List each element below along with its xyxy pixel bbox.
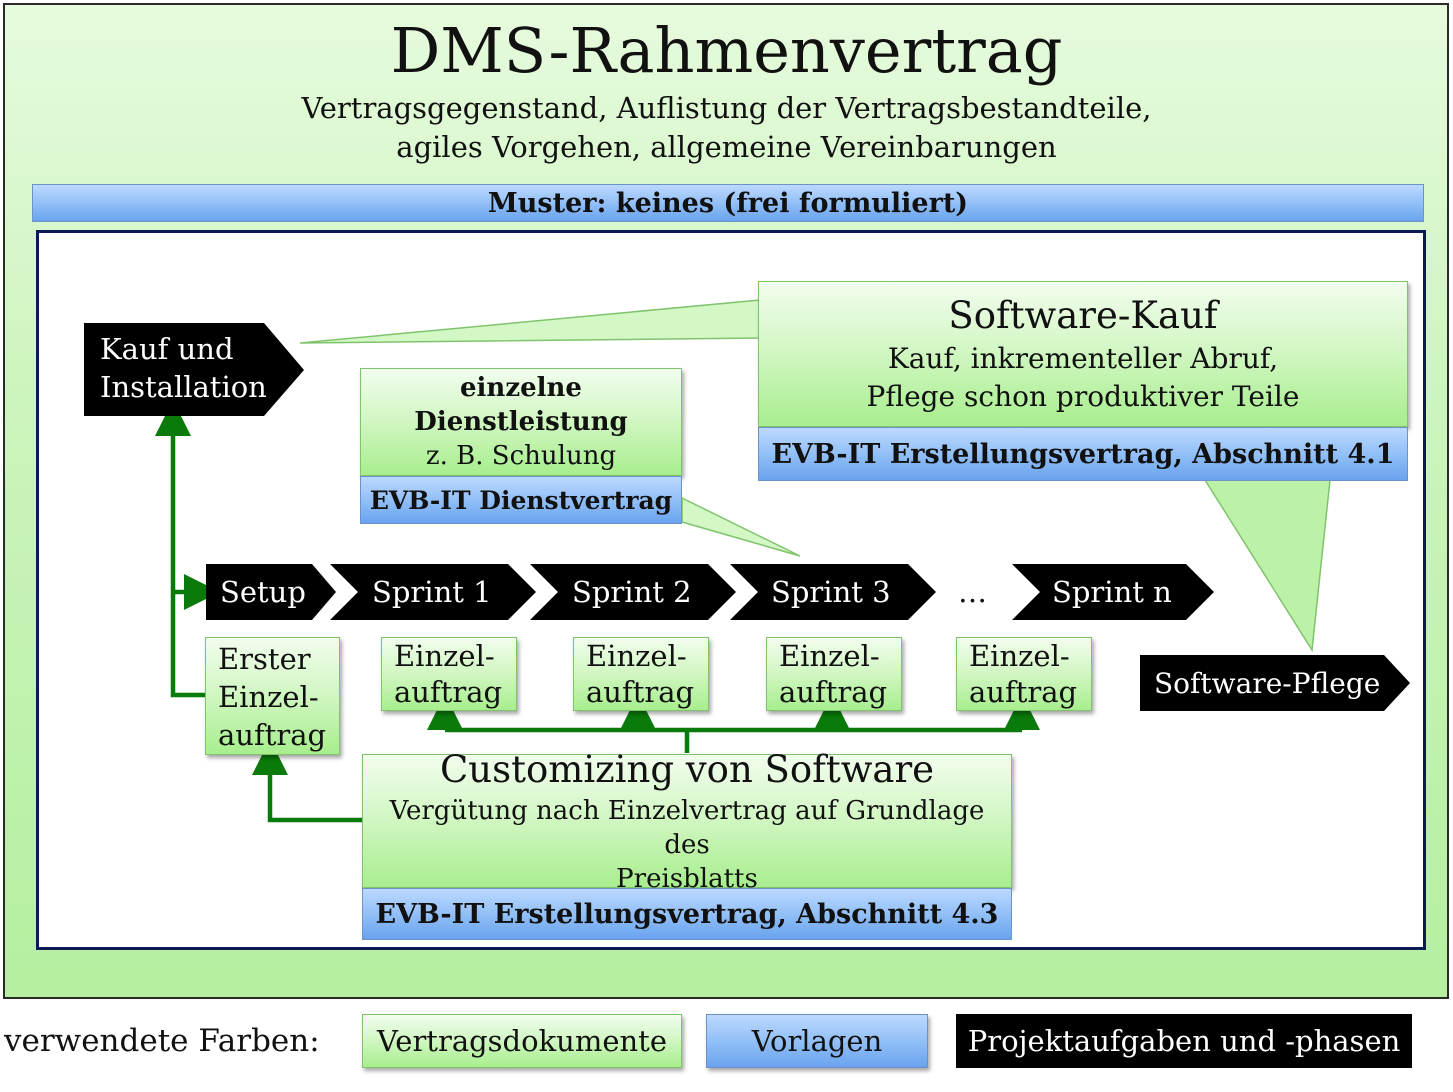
muster-bar: Muster: keines (frei formuliert) [32, 184, 1424, 222]
einzel-4-line-1: Einzel- [969, 639, 1070, 673]
einzel-2-line-1: Einzel- [586, 639, 687, 673]
sprint-3-label: Sprint 3 [771, 575, 891, 609]
erster-line-2: Einzel- [218, 680, 319, 714]
einzelauftrag-box-2: Einzel- auftrag [573, 637, 709, 711]
sprint-n-label: Sprint n [1052, 575, 1172, 609]
setup-label: Setup [220, 575, 306, 609]
phase-sprint-1 [330, 564, 536, 620]
callout-tail-dienst [681, 496, 801, 557]
erstellungsvertrag-41-vorlage: EVB-IT Erstellungsvertrag, Abschnitt 4.1 [758, 427, 1408, 481]
phase-software-pflege [1140, 655, 1410, 711]
kauf-line-2: Installation [100, 370, 267, 404]
customizing-line-1: Vergütung nach Einzelvertrag auf Grundla… [389, 796, 985, 860]
einzel-3-line-2: auftrag [779, 675, 888, 709]
kauf-installation-label: Kauf und Installation [100, 330, 290, 410]
callout-tail-kauf [299, 299, 761, 344]
einzel-2-line-2: auftrag [586, 675, 695, 709]
legend-vertragsdokumente: Vertragsdokumente [362, 1014, 682, 1068]
phase-kauf-installation [84, 323, 304, 416]
phase-sprint-3 [730, 564, 936, 620]
dienst-line-2: Dienstleistung [414, 407, 628, 437]
customizing-box: Customizing von Software Vergütung nach … [362, 748, 1012, 894]
einzel-1-line-2: auftrag [394, 675, 503, 709]
erster-line-3: auftrag [218, 718, 327, 752]
einzel-1-line-1: Einzel- [394, 639, 495, 673]
kauf-line-1: Kauf und [100, 332, 234, 366]
phase-sprint-2 [530, 564, 736, 620]
software-kauf-title: Software-Kauf [948, 294, 1218, 337]
subtitle-line-1: Vertragsgegenstand, Auflistung der Vertr… [301, 91, 1152, 125]
einzelauftrag-box-3: Einzel- auftrag [766, 637, 902, 711]
software-kauf-line-1: Kauf, inkrementeller Abruf, [887, 342, 1279, 375]
legend-vorlagen: Vorlagen [706, 1014, 928, 1068]
software-kauf-box: Software-Kauf Kauf, inkrementeller Abruf… [758, 281, 1408, 427]
sprint-1-label: Sprint 1 [372, 575, 492, 609]
connector-customizing-erster [252, 739, 362, 823]
einzelauftrag-box-4: Einzel- auftrag [956, 637, 1092, 711]
phase-sprint-n [1012, 564, 1214, 620]
erster-einzelauftrag-box: Erster Einzel- auftrag [205, 637, 340, 755]
software-pflege-label: Software-Pflege [1154, 666, 1381, 700]
einzelauftrag-box-1: Einzel- auftrag [381, 637, 517, 711]
erster-line-1: Erster [218, 642, 311, 676]
phase-setup [206, 564, 336, 620]
page-title: DMS-Rahmenvertrag [390, 13, 1063, 87]
dienst-line-1: einzelne [460, 373, 582, 403]
callout-tail-pflege [1203, 479, 1331, 653]
software-kauf-line-2: Pflege schon produktiver Teile [866, 380, 1300, 413]
ellipsis-label: … [958, 575, 987, 609]
sprint-2-label: Sprint 2 [572, 575, 692, 609]
connector-erster-kauf [155, 400, 205, 698]
legend-label: verwendete Farben: [4, 1023, 320, 1059]
subtitle-line-2: agiles Vorgehen, allgemeine Vereinbarung… [396, 130, 1057, 164]
einzel-3-line-1: Einzel- [779, 639, 880, 673]
dienst-line-3: z. B. Schulung [425, 441, 617, 471]
customizing-title: Customizing von Software [439, 748, 935, 791]
dienstvertrag-vorlage: EVB-IT Dienstvertrag [360, 476, 682, 524]
legend-projektaufgaben: Projektaufgaben und -phasen [956, 1014, 1412, 1068]
erstellungsvertrag-43-vorlage: EVB-IT Erstellungsvertrag, Abschnitt 4.3 [362, 888, 1012, 940]
dienstleistung-box: einzelne Dienstleistung z. B. Schulung [360, 368, 682, 476]
einzel-4-line-2: auftrag [969, 675, 1078, 709]
